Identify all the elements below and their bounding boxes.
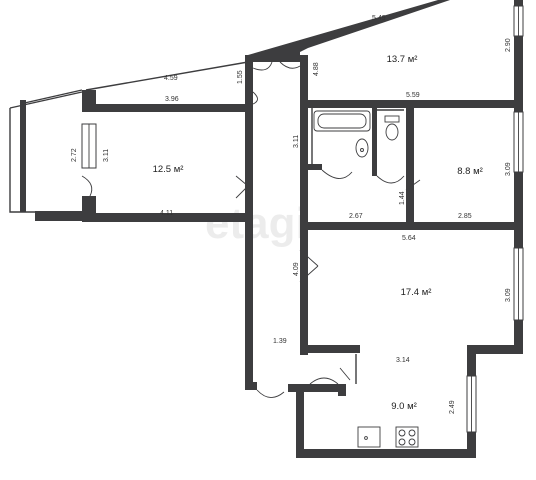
windows — [81, 5, 524, 433]
doors — [81, 61, 421, 398]
dimension-label: 2.67 — [349, 213, 363, 220]
watermark-text: etagi — [205, 199, 308, 248]
toilet — [384, 115, 400, 141]
dimension-label: 1.39 — [273, 338, 287, 345]
dimension-label: 2.72 — [71, 148, 78, 162]
walls — [20, 0, 523, 458]
sink — [355, 138, 369, 158]
room-area-label: 8.8 м² — [457, 166, 483, 177]
dimension-label: 3.09 — [505, 162, 512, 176]
dimension-label: 2.85 — [458, 213, 472, 220]
dimension-label: 3.11 — [103, 149, 110, 162]
dimension-label: 1.44 — [399, 191, 406, 205]
partitions — [9, 61, 404, 384]
dimension-label: 4.09 — [293, 262, 300, 276]
dimension-label: 5.64 — [402, 235, 416, 242]
dimension-label: 4.11 — [160, 210, 173, 217]
dimension-label: 4.88 — [313, 62, 320, 76]
dimension-label: 1.55 — [237, 70, 244, 84]
dimension-label: 4.59 — [164, 75, 178, 82]
room-area-label: 9.0 м² — [391, 401, 417, 412]
room-labels: 13.7 м² 12.5 м² 8.8 м² 17.4 м² 9.0 м² — [153, 54, 483, 412]
stove — [395, 426, 419, 448]
dimension-label: 3.96 — [165, 96, 179, 103]
room-area-label: 12.5 м² — [153, 164, 184, 175]
dimension-label: 3.09 — [505, 288, 512, 302]
dimension-label: 3.14 — [396, 357, 410, 364]
dimension-label: 5.59 — [406, 92, 420, 99]
dimension-label: 5.49 — [372, 15, 386, 22]
room-area-label: 17.4 м² — [401, 287, 432, 298]
bathtub — [313, 110, 371, 132]
dimension-labels: 5.49 2.90 4.59 1.55 4.88 3.96 5.59 2.72 … — [71, 15, 512, 414]
dimension-label: 2.49 — [449, 400, 456, 414]
dimension-label: 3.11 — [293, 135, 300, 148]
dimension-label: 2.90 — [505, 38, 512, 52]
kitchen-sink — [357, 426, 381, 448]
room-area-label: 13.7 м² — [387, 54, 418, 65]
